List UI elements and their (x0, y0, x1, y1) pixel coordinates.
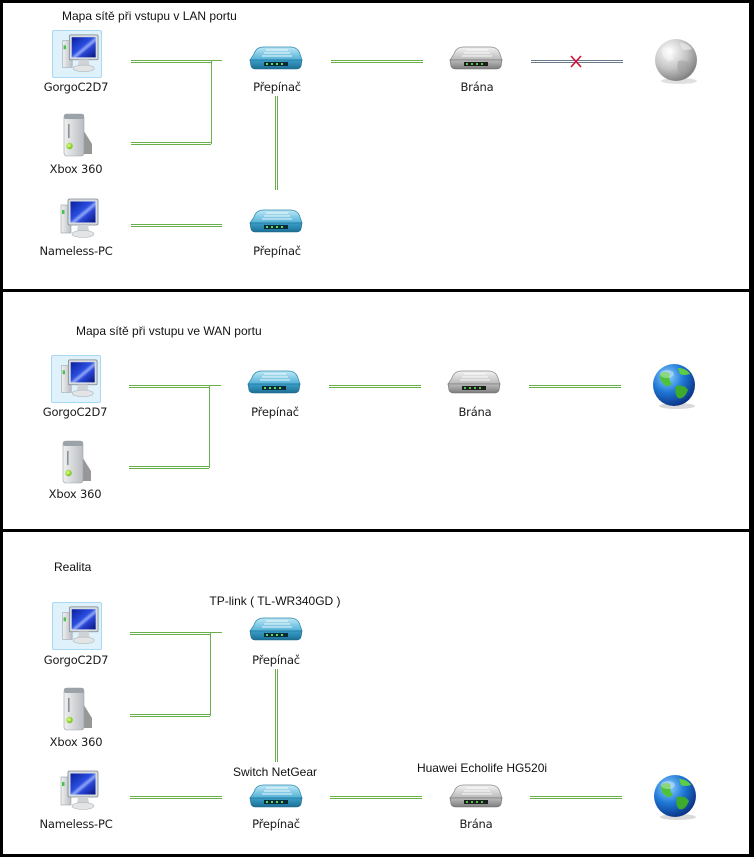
internet-globe-icon (651, 773, 701, 823)
node-gorgoc2d7[interactable] (51, 355, 101, 403)
xbox-console-icon (55, 437, 95, 485)
node-label[interactable]: Brána (458, 405, 492, 419)
computer-icon (51, 195, 101, 243)
node-label[interactable]: Xbox 360 (48, 487, 102, 501)
computer-icon (51, 767, 101, 815)
xbox-console-icon (56, 110, 96, 158)
device-caption: Switch NetGear (232, 765, 318, 779)
node-internet[interactable] (651, 773, 701, 823)
section-title: Realita (54, 560, 92, 574)
node-label[interactable]: GorgoC2D7 (43, 653, 109, 667)
node-label[interactable]: Nameless-PC (39, 817, 113, 831)
node-gateway[interactable] (446, 368, 502, 396)
node-internet[interactable] (650, 362, 700, 412)
node-switch-1[interactable] (246, 368, 302, 396)
node-switch-1[interactable] (248, 615, 304, 643)
network-switch-icon (248, 615, 304, 643)
internet-globe-icon (652, 37, 702, 87)
network-switch-icon (248, 207, 304, 235)
computer-icon (53, 31, 101, 77)
section-title: Mapa sítě při vstupu ve WAN portu (76, 324, 262, 338)
node-xbox-360[interactable] (56, 684, 96, 732)
node-nameless-pc[interactable] (51, 767, 101, 815)
node-label[interactable]: GorgoC2D7 (43, 80, 109, 94)
gateway-router-icon (448, 44, 504, 72)
computer-icon (52, 356, 100, 402)
xbox-console-icon (56, 684, 96, 732)
network-switch-icon (248, 44, 304, 72)
network-switch-icon (248, 782, 304, 810)
node-label[interactable]: Brána (459, 817, 493, 831)
section-title: Mapa sítě při vstupu v LAN portu (62, 9, 237, 23)
node-label[interactable]: Xbox 360 (49, 735, 103, 749)
gateway-router-icon (448, 782, 504, 810)
node-label[interactable]: Přepínač (253, 80, 301, 94)
section-reality (3, 532, 749, 854)
node-switch-1[interactable] (248, 44, 304, 72)
gateway-router-icon (446, 368, 502, 396)
node-label[interactable]: Přepínač (252, 817, 300, 831)
node-label[interactable]: Přepínač (253, 244, 301, 258)
node-label[interactable]: Přepínač (252, 653, 300, 667)
device-caption: TP-link ( TL-WR340GD ) (209, 594, 341, 608)
section-lan-port (3, 3, 749, 289)
device-caption: Huawei Echolife HG520i (416, 761, 548, 775)
internet-globe-icon (650, 362, 700, 412)
node-nameless-pc[interactable] (51, 195, 101, 243)
node-gateway[interactable] (448, 782, 504, 810)
node-internet-disconnected[interactable] (652, 37, 702, 87)
node-gateway[interactable] (448, 44, 504, 72)
node-xbox-360[interactable] (55, 437, 95, 485)
node-label[interactable]: GorgoC2D7 (42, 405, 108, 419)
network-switch-icon (246, 368, 302, 396)
node-label[interactable]: Nameless-PC (39, 244, 113, 258)
node-gorgoc2d7[interactable] (52, 602, 102, 650)
node-switch-2[interactable] (248, 782, 304, 810)
node-xbox-360[interactable] (56, 110, 96, 158)
computer-icon (53, 603, 101, 649)
node-label[interactable]: Brána (460, 80, 494, 94)
node-label[interactable]: Přepínač (251, 405, 299, 419)
section-wan-port (3, 292, 749, 529)
node-gorgoc2d7[interactable] (52, 30, 102, 78)
node-switch-2[interactable] (248, 207, 304, 235)
node-label[interactable]: Xbox 360 (49, 162, 103, 176)
